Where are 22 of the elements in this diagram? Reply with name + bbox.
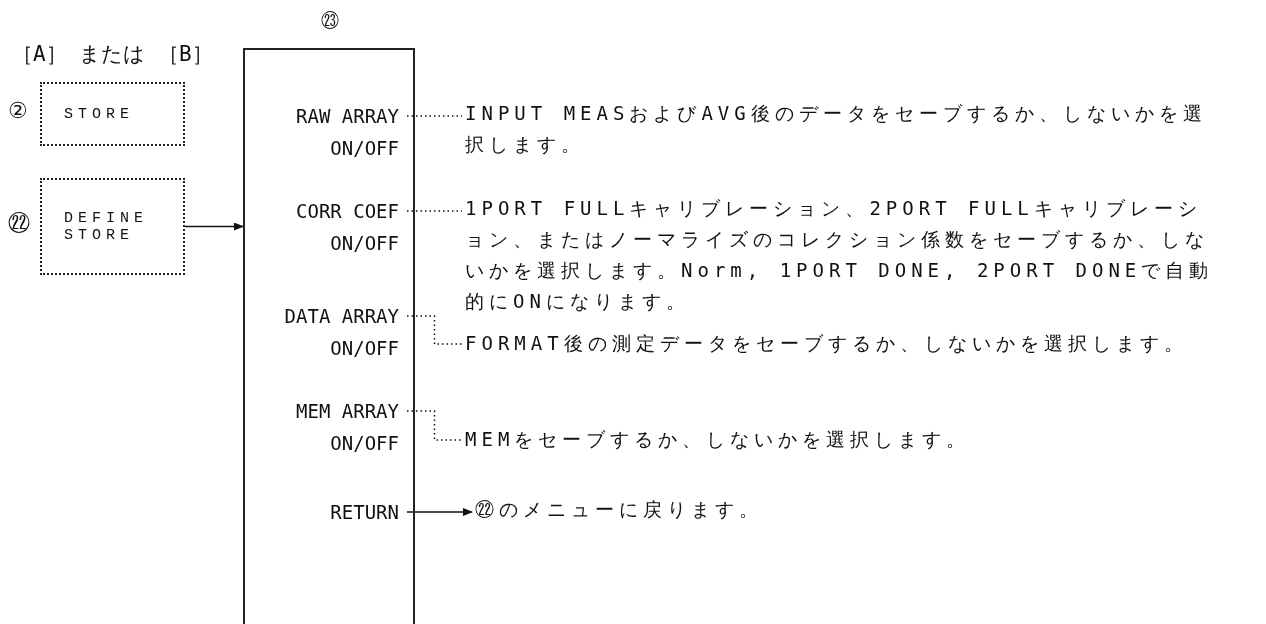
- softkey-label: MEM ARRAY ON/OFF: [249, 395, 407, 461]
- menu-key: STORE: [40, 82, 185, 146]
- description-text: MEMをセーブするか、しないかを選択します。: [465, 424, 1225, 458]
- arrow: [406, 508, 473, 516]
- description-text: ㉒のメニューに戻ります。: [475, 494, 1235, 528]
- arrow: [184, 222, 244, 231]
- leader-line: [406, 315, 463, 345]
- leader-line: [406, 115, 463, 117]
- callout-number: ㉓: [321, 10, 339, 31]
- callout-number: ㉒: [8, 210, 30, 236]
- softkey-label: RAW ARRAY ON/OFF: [249, 100, 407, 166]
- softkey-label: RETURN: [249, 496, 407, 530]
- description-text: 1PORT FULLキャリブレーション、2PORT FULLキャリブレーション、またはノーマライズのコレクション係数をセーブするか、しないかを選択します。Norm, 1PORT DONE, 2PORT DONEで自動的にONになります。: [465, 193, 1225, 319]
- menu-key: DEFINE STORE: [40, 178, 185, 275]
- callout-number: ②: [8, 98, 28, 123]
- heading-text: ［A］ または ［B］: [12, 41, 213, 68]
- description-text: INPUT MEASおよびAVG後のデータをセーブするか、しないかを選択します。: [465, 98, 1225, 162]
- softkey-label: DATA ARRAY ON/OFF: [249, 300, 407, 366]
- leader-line: [406, 410, 463, 441]
- description-text: FORMAT後の測定データをセーブするか、しないかを選択します。: [465, 328, 1225, 392]
- softkey-label: CORR COEF ON/OFF: [249, 195, 407, 261]
- leader-line: [406, 210, 463, 212]
